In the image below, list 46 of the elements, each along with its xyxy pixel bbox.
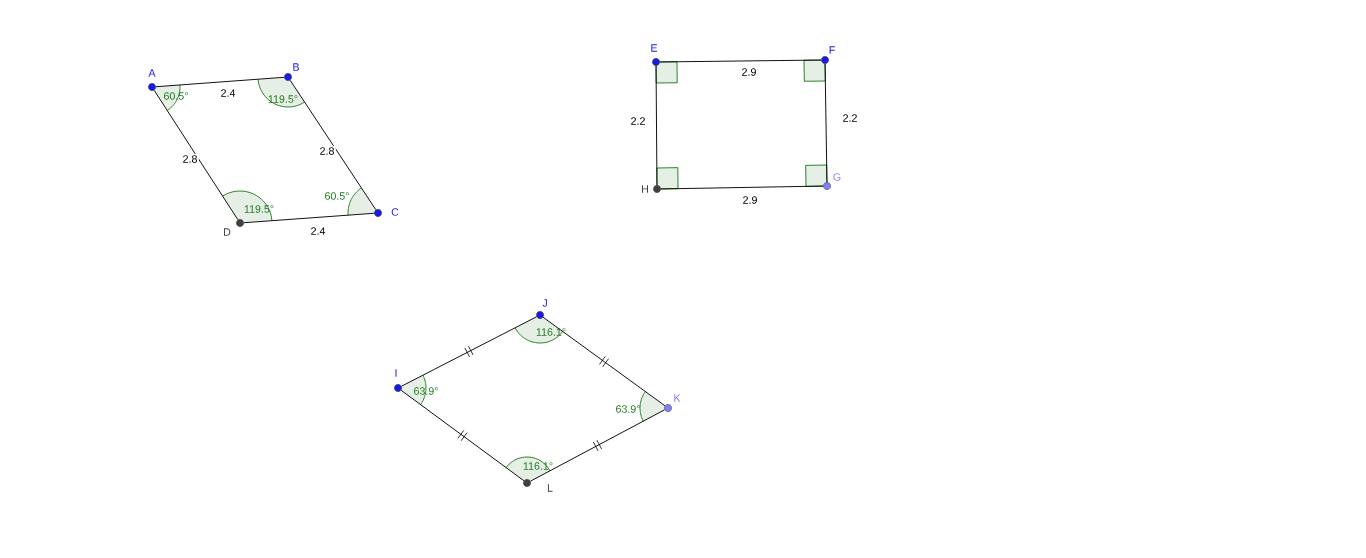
angle-mark xyxy=(514,315,564,344)
length-label: 2.9 xyxy=(741,194,759,206)
edge-line xyxy=(660,185,824,190)
angle-mark xyxy=(257,77,306,108)
point-label: A xyxy=(148,69,156,77)
edge-line xyxy=(530,409,665,482)
length-label: 2.8 xyxy=(318,145,336,157)
edge-line xyxy=(289,79,377,211)
angle-label: 60.5° xyxy=(325,192,349,200)
point-label: H xyxy=(642,185,648,193)
length-label: 2.2 xyxy=(629,115,647,127)
point-label: F xyxy=(829,46,835,54)
point-label: I xyxy=(395,369,397,377)
point-label: D xyxy=(224,228,231,236)
edge-line xyxy=(155,76,285,88)
edge-line xyxy=(824,63,828,183)
edge-line xyxy=(153,89,239,221)
length-label: 2.4 xyxy=(219,87,237,99)
length-label: 2.4 xyxy=(309,225,327,237)
right-angle-mark xyxy=(805,164,828,187)
angle-mark xyxy=(505,456,551,483)
edge-line xyxy=(401,316,537,387)
angle-mark xyxy=(347,187,378,216)
edge-line xyxy=(542,316,666,407)
edge-line xyxy=(400,389,525,482)
edge-line xyxy=(243,212,375,224)
angle-label: 119.5° xyxy=(244,205,274,213)
angle-label: 63.9° xyxy=(414,387,438,395)
point-label: L xyxy=(547,484,553,492)
angle-label: 116.1° xyxy=(523,462,553,470)
angle-label: 119.5° xyxy=(268,95,298,103)
length-label: 2.9 xyxy=(740,66,758,78)
angle-label: 63.9° xyxy=(616,405,640,413)
angle-label: 116.1° xyxy=(536,328,566,336)
point-label: C xyxy=(391,208,399,216)
angle-mark xyxy=(222,190,273,223)
angle-label: 60.5° xyxy=(164,92,188,100)
point-label: J xyxy=(542,299,547,307)
edge-line xyxy=(659,59,822,63)
edge-line xyxy=(655,65,658,186)
length-label: 2.8 xyxy=(181,153,199,165)
point-label: E xyxy=(651,44,658,52)
point-label: B xyxy=(293,63,299,71)
point-label: G xyxy=(833,173,841,181)
length-label: 2.2 xyxy=(841,112,859,124)
point-label: K xyxy=(674,394,681,402)
